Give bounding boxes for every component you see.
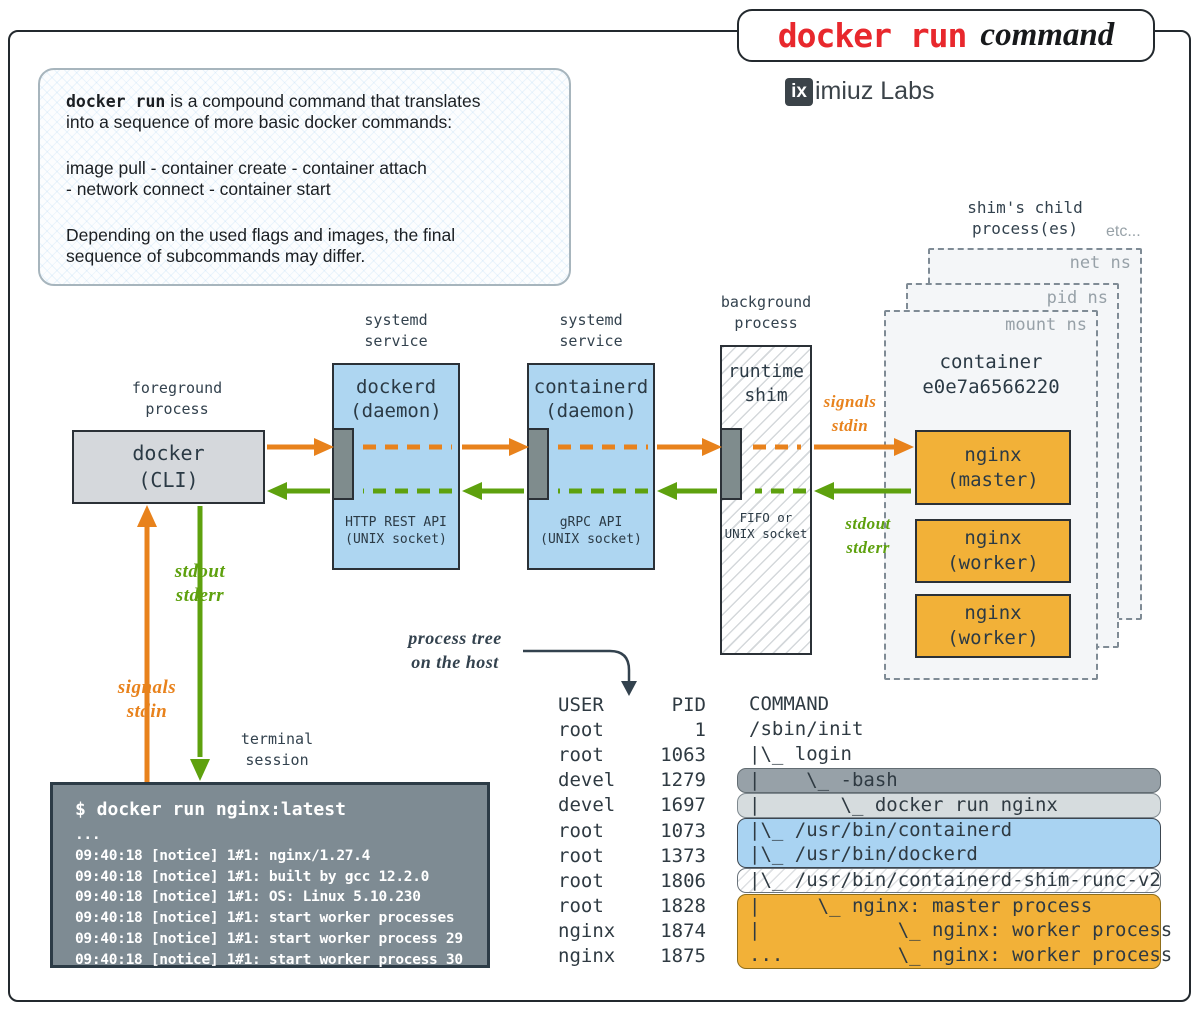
- table-row: nginx 1875 ... \_ nginx: worker process: [558, 943, 1172, 969]
- cell-user: root: [558, 743, 604, 766]
- containerd-box: containerd (daemon) gRPC API (UNIX socke…: [526, 363, 655, 570]
- terminal-window: $ docker run nginx:latest ... 09:40:18 […: [50, 782, 490, 968]
- runtime-shim-box: runtime shim FIFO or UNIX socket: [719, 345, 812, 655]
- dockerd-box: dockerd (daemon) HTTP REST API (UNIX soc…: [331, 363, 460, 570]
- nginx-worker-box-1: nginx (worker): [915, 519, 1071, 583]
- table-row: root 1373 |\_ /usr/bin/dockerd: [558, 843, 1162, 869]
- iximiuz-logo-icon: ix: [785, 77, 813, 106]
- cell-command-containerd: |\_ /usr/bin/containerd: [737, 818, 1161, 844]
- cell-user: nginx: [558, 945, 616, 968]
- note-code: docker run: [66, 92, 166, 111]
- cell-pid: 1806: [660, 869, 706, 892]
- cell-pid: 1279: [660, 769, 706, 792]
- cell-pid: 1697: [660, 794, 706, 817]
- cell-user: root: [558, 718, 604, 741]
- table-row: root 1806 |\_ /usr/bin/containerd-shim-r…: [558, 868, 1162, 894]
- docker-cli-box: docker (CLI): [72, 430, 265, 504]
- note-paragraph-3: Depending on the used flags and images, …: [66, 225, 456, 266]
- dockerd-socket: [331, 428, 354, 500]
- cell-command-dockerd: |\_ /usr/bin/dockerd: [737, 843, 1161, 869]
- cell-command-shim: |\_ /usr/bin/containerd-shim-runc-v2: [737, 868, 1161, 894]
- terminal-line: 09:40:18 [notice] 1#1: built by gcc 12.2…: [75, 868, 430, 885]
- table-row: devel 1697 | \_ docker run nginx: [558, 792, 1162, 818]
- outer-frame: [8, 30, 1191, 1002]
- cell-user: root: [558, 869, 604, 892]
- dockerd-api-label: HTTP REST API (UNIX socket): [345, 515, 447, 547]
- label-signals-stdin-right: signals stdin: [823, 392, 877, 435]
- note-paragraph-1: docker run is a compound command that tr…: [66, 91, 551, 132]
- etc-label: etc...: [1106, 223, 1141, 240]
- table-header-row: USER PID COMMAND: [558, 692, 1162, 717]
- terminal-command: $ docker run nginx:latest: [75, 799, 346, 820]
- terminal-line: 09:40:18 [notice] 1#1: nginx/1.27.4: [75, 847, 371, 864]
- containerd-api-label: gRPC API (UNIX socket): [540, 515, 642, 547]
- cell-user: devel: [558, 794, 616, 817]
- caption-terminal-session: terminal session: [240, 730, 314, 769]
- cell-command: /sbin/init: [749, 718, 864, 741]
- terminal-line: ...: [75, 827, 101, 843]
- containerd-socket: [526, 428, 549, 500]
- title-command: command: [980, 17, 1115, 53]
- containerd-title: containerd (daemon): [533, 376, 649, 422]
- label-signals-stdin-left: signals stdin: [117, 677, 177, 722]
- cell-user: root: [558, 895, 604, 918]
- title-docker-run: docker run: [777, 16, 968, 55]
- table-row: nginx 1874 | \_ nginx: worker process: [558, 918, 1172, 944]
- header-pid: PID: [671, 693, 706, 716]
- cell-user: nginx: [558, 920, 616, 943]
- cell-pid: 1874: [660, 920, 706, 943]
- terminal-line: 09:40:18 [notice] 1#1: start worker proc…: [75, 930, 463, 947]
- caption-systemd-service-dockerd: systemd service: [364, 311, 428, 350]
- table-row: root 1073 |\_ /usr/bin/containerd: [558, 818, 1162, 844]
- header-user: USER: [558, 693, 604, 716]
- caption-systemd-service-containerd: systemd service: [559, 311, 623, 350]
- terminal-line: 09:40:18 [notice] 1#1: OS: Linux 5.10.23…: [75, 889, 421, 906]
- caption-shim-children: shim's child process(es): [967, 198, 1083, 238]
- brand: ix imiuz Labs: [785, 77, 935, 106]
- cell-pid: 1073: [660, 819, 706, 842]
- label-stdout-stderr-left: stdout stderr: [174, 561, 226, 606]
- cell-command-nginx-worker: ... \_ nginx: worker process: [737, 943, 1172, 969]
- cell-pid: 1: [694, 718, 706, 741]
- cell-user: root: [558, 844, 604, 867]
- caption-process-tree: process tree on the host: [408, 628, 502, 672]
- cell-command: |\_ login: [749, 743, 852, 766]
- header-command: COMMAND: [749, 693, 830, 716]
- cell-user: devel: [558, 769, 616, 792]
- table-row: devel 1279 | \_ -bash: [558, 767, 1162, 793]
- cell-pid: 1828: [660, 895, 706, 918]
- mount-ns-label: mount ns: [1005, 315, 1087, 335]
- cell-command-nginx-master: | \_ nginx: master process: [737, 893, 1161, 919]
- table-row: root 1063 |\_ login: [558, 742, 1162, 767]
- table-row: root 1828 | \_ nginx: master process: [558, 893, 1162, 919]
- caption-foreground-process: foreground process: [131, 379, 223, 418]
- dockerd-title: dockerd (daemon): [350, 376, 442, 422]
- cell-command-bash: | \_ -bash: [737, 767, 1161, 793]
- caption-background-process: background process: [720, 293, 812, 332]
- note-paragraph-2: image pull - container create - containe…: [66, 158, 427, 199]
- table-row: root 1 /sbin/init: [558, 717, 1162, 742]
- nginx-worker-box-2: nginx (worker): [915, 594, 1071, 658]
- shim-fifo-label: FIFO or UNIX socket: [724, 510, 808, 541]
- terminal-line: 09:40:18 [notice] 1#1: start worker proc…: [75, 951, 463, 968]
- cell-pid: 1875: [660, 945, 706, 968]
- brand-name: imiuz Labs: [815, 77, 935, 105]
- nginx-master-box: nginx (master): [915, 430, 1071, 505]
- process-tree-table: USER PID COMMAND root 1 /sbin/init root …: [558, 692, 1172, 969]
- net-ns-label: net ns: [1069, 253, 1131, 273]
- page-title: docker run command: [737, 9, 1155, 62]
- label-stdout-stderr-right: stdout stderr: [845, 514, 891, 557]
- container-id-label: container e0e7a6566220: [922, 351, 1060, 398]
- runtime-shim-title: runtime shim: [728, 361, 804, 406]
- cell-pid: 1373: [660, 844, 706, 867]
- cell-command-nginx-worker: | \_ nginx: worker process: [737, 918, 1172, 944]
- pid-ns-label: pid ns: [1046, 288, 1108, 308]
- shim-socket: [719, 428, 742, 500]
- note-paragraph-1-text: is a compound command that translates in…: [66, 91, 481, 132]
- cell-pid: 1063: [660, 743, 706, 766]
- cell-command-docker-run: | \_ docker run nginx: [737, 792, 1161, 818]
- cell-user: root: [558, 819, 604, 842]
- terminal-line: 09:40:18 [notice] 1#1: start worker proc…: [75, 910, 455, 927]
- intro-note: docker run is a compound command that tr…: [38, 68, 571, 286]
